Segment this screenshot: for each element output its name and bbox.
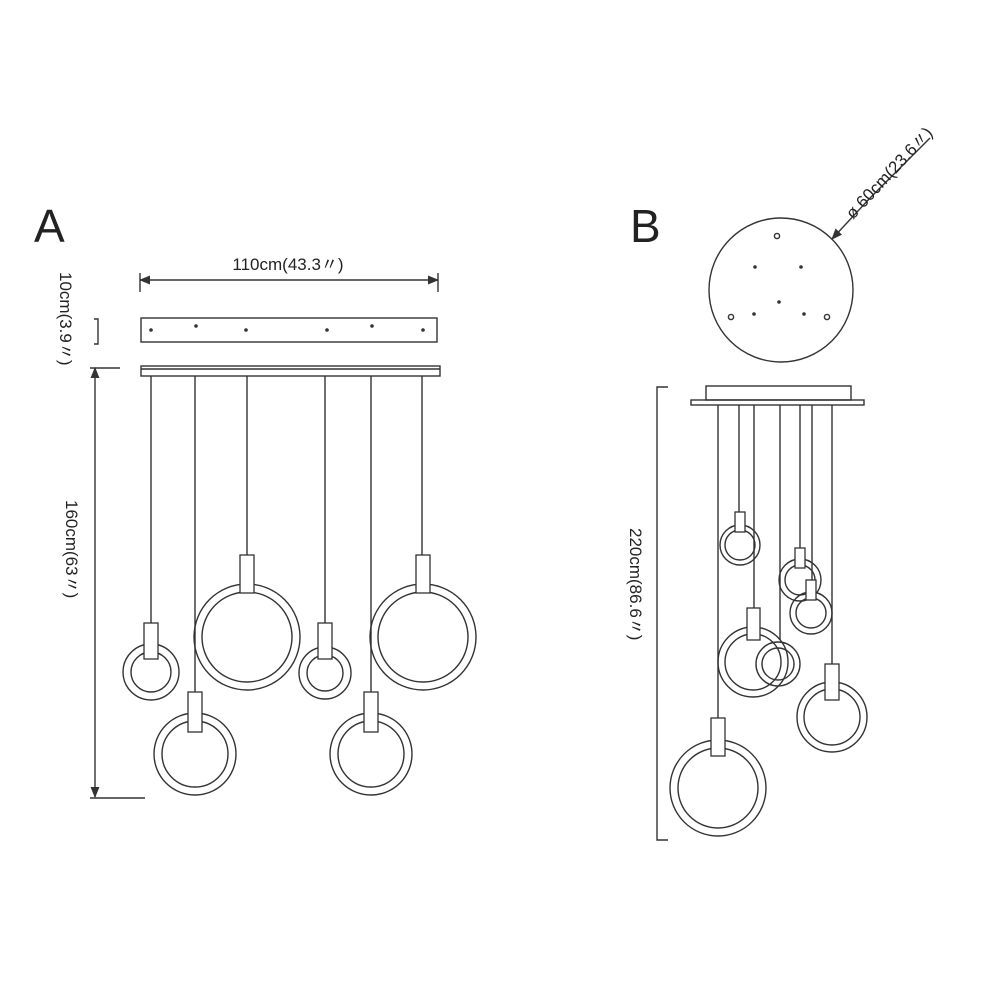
diameter-dimension-label: ø 60cm(23.6〃) <box>842 123 936 222</box>
pendant-ring-b4 <box>755 405 801 687</box>
pendant-ring-6 <box>369 376 477 691</box>
drop-dimension-line <box>90 366 145 799</box>
pendant-ring-5 <box>329 376 413 796</box>
width-dimension-label: 110cm(43.3〃) <box>232 255 343 274</box>
width-dimension-line <box>138 273 440 292</box>
height-dimension-bracket <box>94 318 99 345</box>
diagram-b: B ø 60cm(23.6〃) 220cm(86.6〃) <box>626 123 936 841</box>
height-dimension-label: 10cm(3.9〃) <box>56 272 75 366</box>
drop-dimension-bracket-b <box>656 386 668 841</box>
diagram-a-label: A <box>34 200 65 252</box>
pendant-ring-3 <box>193 376 301 691</box>
diameter-leader-line <box>831 137 931 240</box>
pendant-ring-b7 <box>796 405 868 753</box>
diagram-a: A 110cm(43.3〃) 10cm(3.9〃) <box>34 200 477 799</box>
pendant-ring-4 <box>298 376 352 700</box>
drop-dimension-label: 160cm(63〃) <box>62 500 81 598</box>
drop-dimension-label-b: 220cm(86.6〃) <box>626 528 645 640</box>
round-canopy-top <box>708 217 854 363</box>
pendant-ring-b3 <box>717 405 789 698</box>
pendant-ring-1 <box>122 376 180 701</box>
pendant-ring-b6 <box>789 405 833 635</box>
canopy-side-b <box>690 385 865 406</box>
pendant-ring-2 <box>153 376 237 796</box>
pendant-ring-b2 <box>719 405 761 566</box>
canopy-side <box>140 365 441 377</box>
diagram-b-label: B <box>630 200 661 252</box>
pendant-ring-b5 <box>778 405 822 602</box>
canopy-plate-top <box>140 317 438 343</box>
